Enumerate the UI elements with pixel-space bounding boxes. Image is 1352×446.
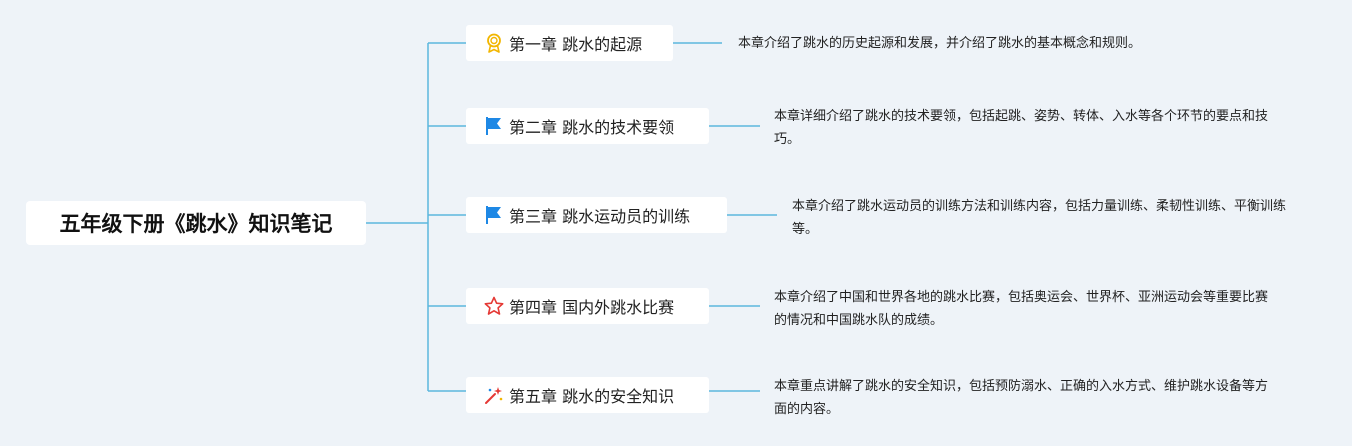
sparkle-wand-icon bbox=[484, 385, 504, 405]
award-ribbon-icon bbox=[484, 33, 504, 53]
chapter-description-2: 本章详细介绍了跳水的技术要领，包括起跳、姿势、转体、入水等各个环节的要点和技巧。 bbox=[774, 109, 1269, 147]
chapter-node-1[interactable]: 第一章 跳水的起源 bbox=[466, 25, 673, 61]
chapter-description-1: 本章介绍了跳水的历史起源和发展，并介绍了跳水的基本概念和规则。 bbox=[738, 36, 1142, 51]
flag-icon bbox=[484, 205, 504, 225]
chapter-node-3[interactable]: 第三章 跳水运动员的训练 bbox=[466, 197, 727, 233]
root-topic[interactable]: 五年级下册《跳水》知识笔记 bbox=[26, 201, 366, 245]
chapter-description-4: 本章介绍了中国和世界各地的跳水比赛，包括奥运会、世界杯、亚洲运动会等重要比赛的情… bbox=[774, 290, 1269, 328]
chapter-title-4: 第四章 国内外跳水比赛 bbox=[509, 298, 675, 317]
root-title: 五年级下册《跳水》知识笔记 bbox=[59, 212, 333, 236]
chapter-title-5: 第五章 跳水的安全知识 bbox=[509, 387, 675, 406]
flag-icon bbox=[484, 116, 504, 136]
chapter-title-2: 第二章 跳水的技术要领 bbox=[509, 118, 675, 137]
chapter-title-3: 第三章 跳水运动员的训练 bbox=[509, 207, 691, 226]
chapter-node-4[interactable]: 第四章 国内外跳水比赛 bbox=[466, 288, 709, 324]
chapter-description-3: 本章介绍了跳水运动员的训练方法和训练内容，包括力量训练、柔韧性训练、平衡训练等。 bbox=[792, 199, 1287, 237]
chapter-node-2[interactable]: 第二章 跳水的技术要领 bbox=[466, 108, 709, 144]
chapter-title-1: 第一章 跳水的起源 bbox=[509, 35, 643, 54]
star-outline-icon bbox=[484, 296, 504, 316]
chapter-description-5: 本章重点讲解了跳水的安全知识，包括预防溺水、正确的入水方式、维护跳水设备等方面的… bbox=[774, 379, 1269, 417]
chapter-node-5[interactable]: 第五章 跳水的安全知识 bbox=[466, 377, 709, 413]
